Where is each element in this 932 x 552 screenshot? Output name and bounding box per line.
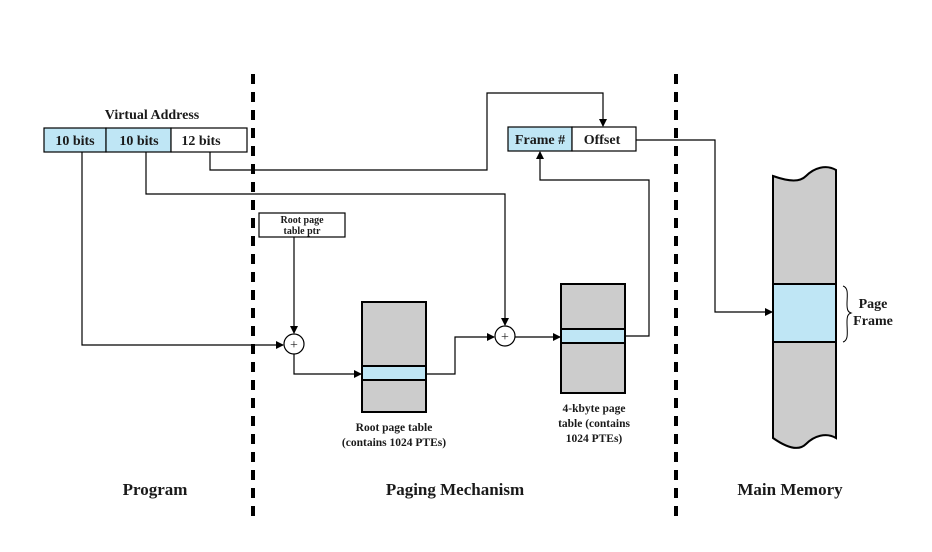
section-main-memory: Main Memory (737, 480, 843, 499)
wire-physaddr-to-frame (636, 139, 773, 316)
physical-address: Frame # Offset (507, 126, 637, 152)
root-page-table-ptr: Root page table ptr (258, 212, 346, 238)
page-frame-label-1: Page (859, 297, 888, 312)
page-table: 4-kbyte page table (contains 1024 PTEs) (558, 283, 630, 445)
wire-offset-to-offset (209, 92, 607, 171)
page-table-caption-3: 1024 PTEs) (566, 433, 623, 445)
plus-icon: + (501, 330, 509, 345)
wire-dir-to-adder1 (81, 152, 284, 349)
brace-icon (842, 285, 853, 343)
wire-roottable-to-adder2 (426, 333, 495, 375)
va-field-table-label: 10 bits (119, 134, 159, 149)
main-memory: Page Frame (772, 166, 893, 449)
pa-field-frame-label: Frame # (515, 133, 565, 148)
va-field-offset-label: 12 bits (181, 134, 221, 149)
adder-circle (494, 325, 516, 347)
virtual-address: 10 bits 10 bits 12 bits (43, 127, 248, 153)
wire-table-to-adder2 (145, 152, 509, 326)
root-page-table: Root page table (contains 1024 PTEs) (342, 301, 446, 449)
root-table-body (361, 301, 427, 413)
va-field-dir-label: 10 bits (55, 134, 95, 149)
pa-field-offset-label: Offset (584, 133, 621, 148)
virtual-address-title: Virtual Address (105, 108, 200, 123)
va-field-dir (43, 127, 107, 153)
adder-2: + (494, 325, 516, 347)
adder-1: + (283, 333, 305, 355)
va-field-table (105, 127, 172, 153)
section-paging-mechanism: Paging Mechanism (386, 480, 524, 499)
root-table-entry (361, 365, 427, 381)
page-frame (772, 283, 837, 343)
root-ptr-line-2: table ptr (284, 226, 322, 237)
page-table-caption-1: 4-kbyte page (563, 403, 626, 415)
page-table-entry (560, 328, 626, 344)
page-table-caption-2: table (contains (558, 418, 630, 430)
pa-field-frame (507, 126, 573, 152)
plus-icon: + (290, 338, 298, 353)
pa-field-offset (571, 126, 637, 152)
section-program: Program (123, 480, 188, 499)
va-field-offset (170, 127, 248, 153)
root-table-caption-2: (contains 1024 PTEs) (342, 437, 446, 449)
root-table-caption-1: Root page table (356, 422, 433, 434)
root-ptr-line-1: Root page (280, 215, 324, 226)
page-frame-label-2: Frame (853, 314, 893, 329)
wire-pagetable-to-frame (536, 151, 650, 337)
wire-adder1-to-roottable (293, 354, 362, 378)
